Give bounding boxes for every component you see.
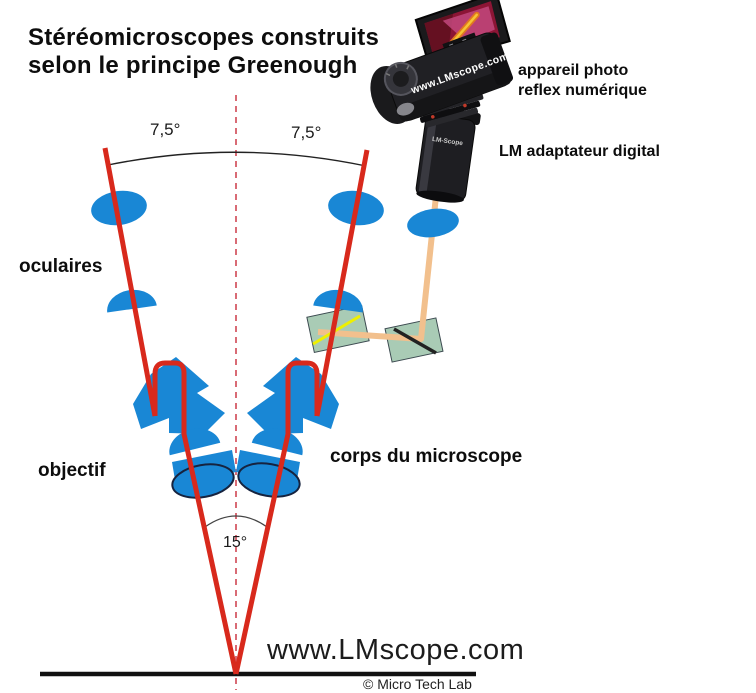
adapter-engraving-text: LM-Scope [432, 136, 464, 147]
left-eyepiece-beam [102, 147, 158, 417]
diagram-title-line1: Stéréomicroscopes construits [28, 24, 380, 51]
angle-label-right: 7,5° [291, 123, 322, 142]
label-adapter: LM adaptateur digital [499, 143, 660, 160]
angle-label-left: 7,5° [150, 120, 181, 139]
label-camera-line2: reflex numérique [518, 82, 647, 99]
bottom-angle-arc [204, 515, 268, 528]
label-camera: appareil photo reflex numérique [518, 61, 647, 101]
right-prism-fold-and-objective-beam [233, 360, 320, 675]
footer-website: www.LMscope.com [267, 634, 525, 666]
diagram-title-line2: selon le principe Greenough [28, 52, 358, 79]
right-objective-lens [237, 462, 301, 498]
camera-body: www.LMscope.com [370, 32, 514, 124]
label-eyepieces: oculaires [19, 256, 103, 277]
camera-light-beam [317, 195, 439, 342]
label-camera-line1: appareil photo [518, 62, 629, 79]
left-eyepiece-lens [91, 190, 147, 226]
adapter-lens [407, 208, 459, 238]
label-microscope-body: corps du microscope [330, 446, 523, 467]
camera-button [396, 102, 415, 116]
label-objective: objectif [38, 460, 106, 481]
camera-assembly: LM-Scope [370, 0, 514, 203]
left-objective-lens [171, 463, 235, 499]
left-prism-fold-and-objective-beam [152, 360, 239, 675]
top-angle-arc [107, 151, 367, 167]
lm-adapter-tube: LM-Scope [415, 105, 481, 203]
right-eyepiece-beam [314, 149, 370, 417]
mirror-black-diagonal [393, 327, 437, 355]
splitter-yellow-diagonal [312, 314, 361, 346]
footer-copyright: © Micro Tech Lab [363, 676, 472, 692]
angle-label-bottom: 15° [223, 534, 248, 551]
